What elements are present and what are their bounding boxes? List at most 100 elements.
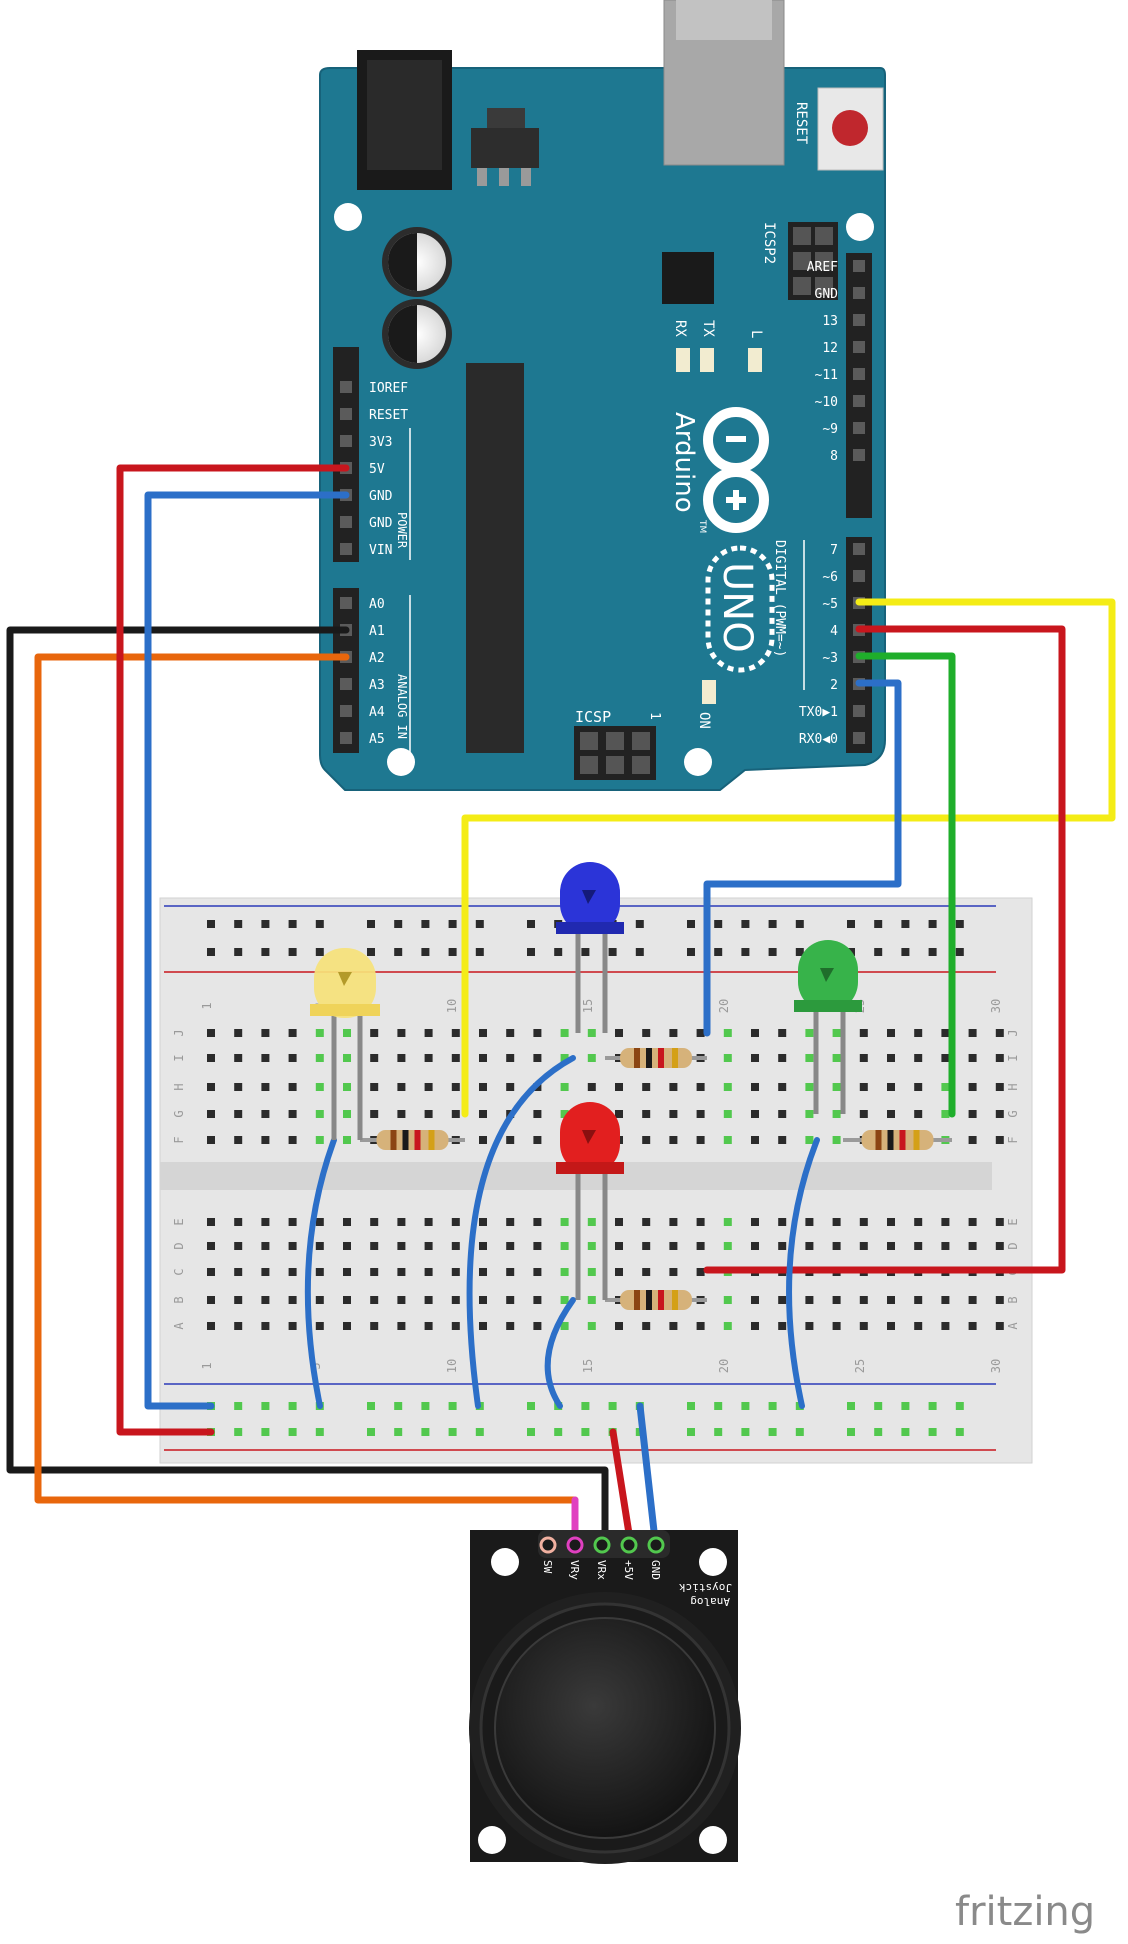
breadboard-hole (315, 1083, 324, 1091)
header-pin (340, 732, 352, 744)
breadboard-hole (448, 1428, 457, 1436)
column-number: 30 (989, 1359, 1003, 1373)
breadboard-hole (479, 1029, 487, 1037)
breadboard-hole (451, 1029, 460, 1037)
joystick-title-1: Analog (690, 1595, 730, 1608)
breadboard-hole (315, 1322, 324, 1330)
breadboard-hole (475, 948, 484, 956)
row-letter: I (1006, 1054, 1020, 1061)
breadboard-hole (370, 1218, 379, 1226)
breadboard-hole (687, 1428, 695, 1436)
breadboard-hole (887, 1054, 895, 1062)
breadboard-hole (315, 1296, 324, 1304)
breadboard-hole (741, 1428, 750, 1436)
breadboard-hole (968, 1218, 977, 1226)
breadboard-hole (315, 1242, 324, 1250)
breadboard-hole (608, 1402, 617, 1410)
joystick-pin-label: +5V (622, 1560, 635, 1580)
breadboard-hole (234, 920, 243, 928)
breadboard-hole (995, 1054, 1004, 1062)
mount-hole (387, 748, 415, 776)
breadboard-hole (901, 948, 910, 956)
pin-label: TX0▶1 (799, 705, 838, 720)
breadboard-hole (234, 1402, 243, 1410)
breadboard-hole (587, 1218, 596, 1226)
breadboard-hole (315, 1054, 324, 1062)
breadboard-hole (847, 1428, 855, 1436)
breadboard-hole (914, 1054, 923, 1062)
breadboard-hole (397, 1322, 406, 1330)
breadboard-hole (723, 1322, 732, 1330)
rx-led (676, 348, 690, 372)
breadboard-hole (751, 1136, 759, 1144)
header-pin (853, 543, 865, 555)
breadboard-hole (506, 1268, 515, 1276)
digital-label: DIGITAL (PWM=~) (772, 540, 787, 657)
breadboard-hole (315, 1110, 324, 1118)
breadboard-hole (901, 1402, 910, 1410)
breadboard-hole (207, 948, 215, 956)
breadboard-hole (424, 1029, 433, 1037)
breadboard-hole (955, 920, 964, 928)
breadboard-hole (397, 1242, 406, 1250)
pin-label: 13 (822, 314, 838, 329)
breadboard-hole (696, 1083, 705, 1091)
breadboard-hole (261, 1296, 270, 1304)
breadboard-hole (397, 1110, 406, 1118)
pin-label: IOREF (369, 381, 408, 396)
breadboard-hole (669, 1218, 678, 1226)
breadboard-hole (370, 1029, 379, 1037)
header-pin (340, 516, 352, 528)
breadboard-hole (234, 1136, 243, 1144)
row-letter: D (1006, 1242, 1020, 1249)
breadboard-hole (768, 920, 777, 928)
breadboard-hole (343, 1054, 351, 1062)
row-letter: C (172, 1268, 186, 1275)
breadboard-hole (714, 948, 723, 956)
power-label: POWER (395, 512, 409, 549)
breadboard-hole (928, 920, 937, 928)
breadboard-hole (261, 1428, 270, 1436)
breadboard-hole (995, 1029, 1004, 1037)
breadboard-hole (533, 1054, 542, 1062)
led-yellow (310, 948, 380, 1140)
breadboard-hole (968, 1029, 977, 1037)
breadboard-hole (397, 1083, 406, 1091)
breadboard-hole (995, 1218, 1004, 1226)
breadboard-hole (847, 920, 855, 928)
breadboard-hole (207, 1268, 215, 1276)
breadboard-hole (533, 1268, 542, 1276)
reset-button[interactable] (817, 87, 884, 171)
breadboard-hole (479, 1136, 487, 1144)
wire-green-pin3 (855, 652, 956, 1118)
joystick-pin-label: SW (541, 1560, 554, 1574)
breadboard-hole (995, 1322, 1004, 1330)
mount-hole (478, 1826, 506, 1854)
breadboard-hole (832, 1322, 841, 1330)
mount-hole (846, 213, 874, 241)
breadboard-hole (751, 1110, 759, 1118)
breadboard-hole (901, 1428, 910, 1436)
breadboard-hole (587, 1029, 596, 1037)
breadboard-hole (554, 948, 563, 956)
breadboard-hole (448, 948, 457, 956)
breadboard-hole (261, 948, 270, 956)
breadboard-hole (560, 1268, 569, 1276)
breadboard-hole (397, 1054, 406, 1062)
breadboard-hole (615, 1242, 623, 1250)
breadboard-hole (805, 1054, 814, 1062)
breadboard-hole (805, 1029, 814, 1037)
breadboard-hole (424, 1218, 433, 1226)
breadboard-hole (448, 920, 457, 928)
row-letter: F (1006, 1136, 1020, 1143)
breadboard-hole (506, 1054, 515, 1062)
joystick-pin (647, 1536, 665, 1554)
breadboard-hole (615, 1083, 623, 1091)
pin-label: GND (369, 489, 393, 504)
breadboard-hole (527, 1428, 535, 1436)
mount-hole (684, 748, 712, 776)
breadboard-hole (394, 948, 403, 956)
analog-in-label: ANALOG IN (395, 674, 409, 739)
row-letter: J (1006, 1029, 1020, 1036)
breadboard-hole (714, 1402, 723, 1410)
